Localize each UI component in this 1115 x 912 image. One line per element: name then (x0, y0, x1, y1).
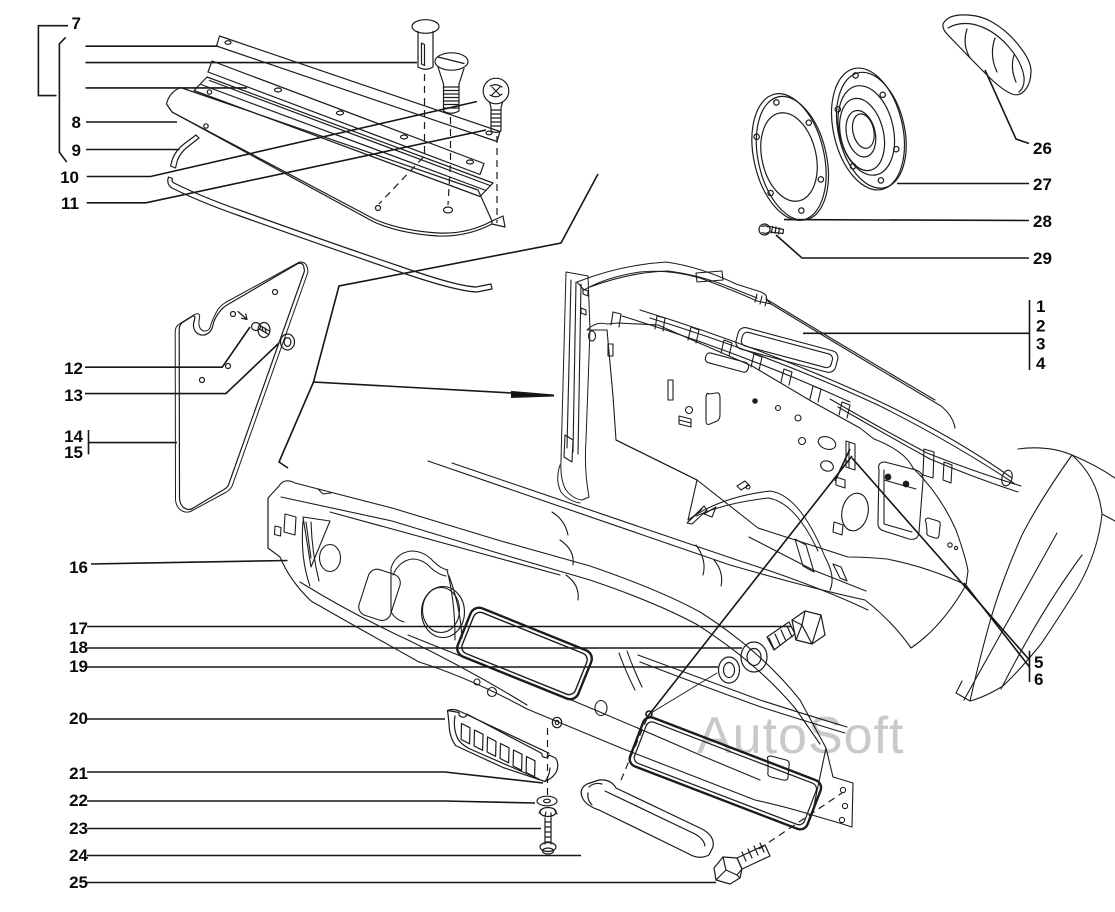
svg-text:21: 21 (69, 764, 88, 783)
svg-text:20: 20 (69, 709, 88, 728)
svg-text:17: 17 (69, 619, 88, 638)
svg-text:2: 2 (1036, 317, 1045, 336)
svg-text:7: 7 (72, 14, 81, 33)
svg-text:12: 12 (64, 359, 83, 378)
svg-text:27: 27 (1033, 175, 1052, 194)
svg-text:28: 28 (1033, 212, 1052, 231)
svg-text:11: 11 (61, 194, 79, 213)
svg-text:10: 10 (60, 168, 79, 187)
svg-text:16: 16 (69, 558, 88, 577)
svg-text:14: 14 (64, 427, 83, 446)
svg-text:9: 9 (72, 141, 81, 160)
svg-text:26: 26 (1033, 139, 1052, 158)
svg-text:1: 1 (1036, 297, 1045, 316)
svg-text:3: 3 (1036, 335, 1045, 354)
svg-text:19: 19 (69, 657, 88, 676)
svg-text:18: 18 (69, 638, 88, 657)
svg-text:5: 5 (1034, 653, 1043, 672)
svg-text:25: 25 (69, 873, 88, 892)
svg-text:24: 24 (69, 846, 88, 865)
svg-text:8: 8 (72, 113, 81, 132)
svg-text:15: 15 (64, 443, 83, 462)
svg-text:4: 4 (1036, 354, 1046, 373)
svg-text:6: 6 (1034, 670, 1043, 689)
svg-text:13: 13 (64, 386, 83, 405)
svg-text:AutoSoft: AutoSoft (697, 707, 904, 765)
svg-text:22: 22 (69, 791, 88, 810)
svg-text:23: 23 (69, 819, 88, 838)
svg-text:29: 29 (1033, 249, 1052, 268)
